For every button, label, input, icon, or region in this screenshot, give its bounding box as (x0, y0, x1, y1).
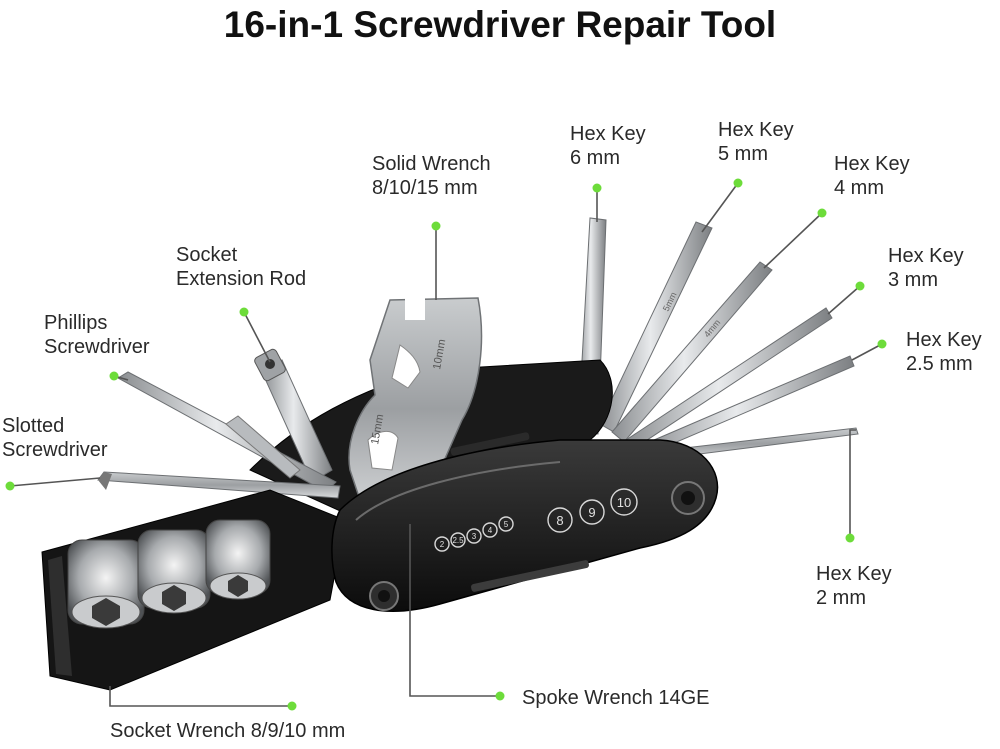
svg-text:5: 5 (504, 520, 509, 529)
leader-lines (9, 182, 883, 707)
page-title: 16-in-1 Screwdriver Repair Tool (223, 4, 777, 45)
svg-text:3: 3 (472, 532, 477, 541)
spoke-size-3: 3 (466, 528, 482, 544)
wrench-marking-10: 10mm (431, 338, 448, 370)
svg-text:2.5: 2.5 (452, 536, 464, 545)
spoke-size-markings: 2 2.5 3 4 5 8 9 10 (434, 488, 638, 552)
phillips-screwdriver-part (116, 371, 337, 493)
spoke-size-5: 5 (498, 516, 514, 532)
svg-text:2: 2 (440, 540, 445, 549)
spoke-size-9: 9 (579, 499, 605, 525)
svg-text:9: 9 (588, 505, 595, 520)
solid-wrench-part: 10mm 15mm (348, 297, 483, 521)
spoke-size-2-5: 2.5 (450, 532, 466, 548)
label-spoke-wrench: Spoke Wrench 14GE (522, 687, 710, 709)
svg-text:8: 8 (556, 513, 563, 528)
socket-9mm (137, 529, 211, 614)
spoke-size-2: 2 (434, 536, 450, 552)
socket-8mm (205, 519, 271, 600)
svg-text:4: 4 (488, 526, 493, 535)
spoke-size-4: 4 (482, 522, 498, 538)
callout-dots (5, 178, 887, 711)
slotted-screwdriver-part (97, 471, 341, 499)
label-socket-wrench: Socket Wrench 8/9/10 mm (110, 720, 346, 742)
spoke-size-8: 8 (547, 507, 573, 533)
wrench-marking-15: 15mm (369, 413, 386, 445)
spoke-size-10: 10 (610, 488, 638, 516)
hex-key-5mm (599, 221, 713, 433)
front-handle (331, 432, 719, 612)
socket-extension-rod-part (254, 348, 333, 483)
svg-text:10: 10 (617, 495, 631, 510)
socket-10mm (67, 539, 145, 629)
hex-key-4mm (611, 261, 773, 443)
